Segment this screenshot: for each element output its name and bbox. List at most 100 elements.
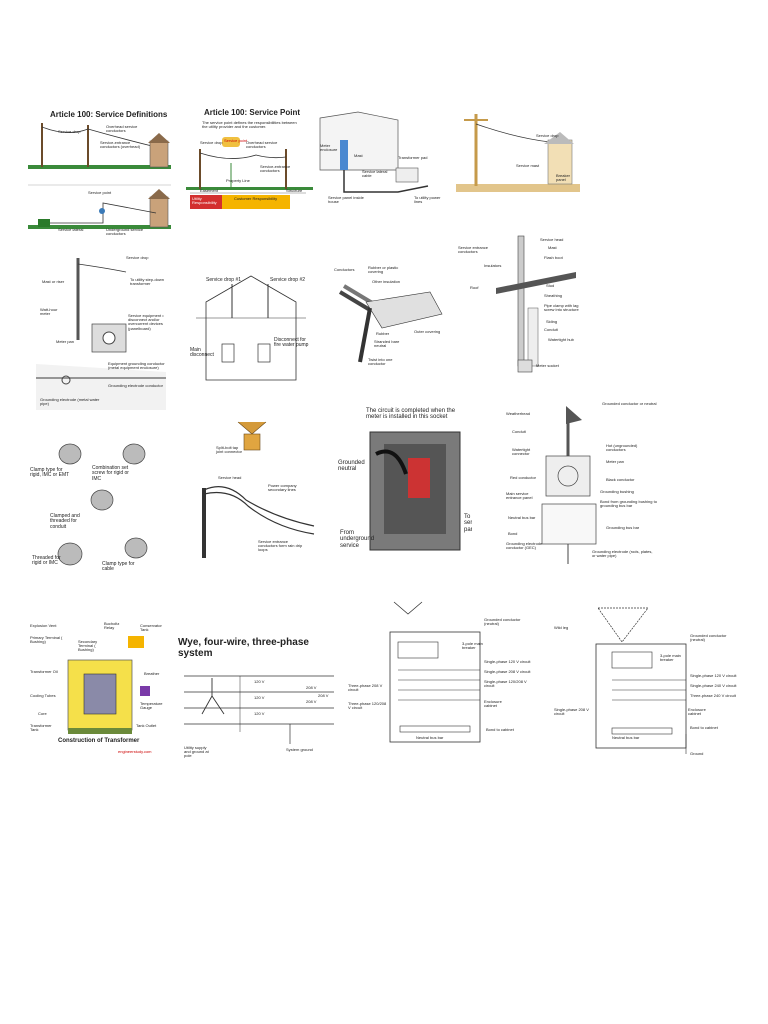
label: Service head: [540, 237, 564, 242]
label: Other insulation: [372, 279, 401, 284]
label: Single-phase 120/208 V circuit: [484, 679, 527, 689]
label: Easement: [200, 188, 219, 193]
wye-system-diagram: Wye, four-wire, three-phase system 120 V…: [176, 636, 342, 760]
label: Clamp type for cable: [102, 561, 135, 573]
label: Bond to cabinet: [486, 727, 514, 732]
label: Service equipment • disconnect and/or ov…: [128, 313, 164, 331]
label: Enclosure cabinet: [484, 699, 502, 709]
label: Grounding electrode (rods, plates, or wa…: [592, 549, 653, 559]
service-equipment-drawing: [36, 258, 166, 410]
label: Grounding bushing: [600, 489, 634, 494]
main-service-entrance-diagram: Weatherhead Grounded conductor or neutra…: [502, 400, 662, 572]
label: Overhead service conductors: [246, 140, 278, 150]
cable-construction-drawing: [338, 284, 443, 363]
label: Outer covering: [414, 329, 441, 334]
label: Customer Responsibility: [234, 196, 278, 201]
label: Hot (ungrounded) conductors: [606, 443, 638, 453]
label: Single-phase 208 V circuit: [554, 707, 589, 717]
meter-socket-photo: The circuit is completed when the meter …: [336, 404, 472, 560]
label: Split-bolt tap joint connector: [216, 445, 243, 455]
panel-subtitle: The service point defines the responsibi…: [202, 120, 297, 130]
label: Stranded bare neutral: [374, 339, 400, 349]
label: Single-phase 120 V circuit: [484, 659, 531, 664]
label: Utility Responsibility: [192, 196, 217, 206]
label: Property Line: [226, 178, 250, 183]
label: Bond from grounding bushing to grounding…: [600, 499, 657, 509]
label: Meter pan: [606, 459, 625, 464]
label: Service drop: [58, 129, 81, 134]
label: Mast: [548, 245, 557, 250]
label: To utility step-down transformer: [130, 277, 165, 287]
label: Roof: [470, 285, 479, 290]
label: Mast or riser: [42, 279, 65, 284]
label: Service point: [88, 190, 112, 195]
label: Service drop: [536, 133, 559, 138]
label: Structure: [286, 188, 303, 193]
label: Wild leg: [554, 625, 569, 630]
label: System ground: [286, 747, 313, 752]
label: Three-phase 240 V circuit: [690, 693, 736, 698]
label: Grounded conductor or neutral: [602, 401, 657, 406]
service-mast-drawing: [456, 114, 580, 192]
label: Service panel inside house: [328, 195, 364, 205]
panel-title: Article 100: Service Definitions: [50, 110, 168, 119]
label: Pipe clamp with lag screw into structure: [544, 303, 579, 313]
panel-title: Wye, four-wire, three-phase system: [178, 637, 309, 659]
label: Siding: [546, 319, 558, 324]
service-equipment-diagram: Service drop Mast or riser To utility st…: [36, 252, 166, 410]
callout-text: The circuit is completed when the meter …: [366, 408, 456, 421]
label: Grounded neutral: [338, 460, 365, 473]
label: Service entrance conductors: [458, 245, 489, 255]
service-definitions-diagram: Article 100: Service Definitions Service…: [28, 103, 171, 243]
label: Bond: [508, 531, 518, 536]
label: Watertight connector: [512, 447, 531, 457]
label: Service mast: [516, 163, 540, 168]
three-phase-panel-240-diagram: Wild leg Grounded conductor (neutral) 3-…: [552, 604, 744, 760]
label: Service entrance conductors form rain dr…: [258, 539, 303, 553]
label: 120 V: [254, 679, 265, 684]
label: Utility supply and ground at pole: [184, 745, 209, 759]
label: Single-phase 120 V circuit: [690, 673, 737, 678]
label: Service-entrance conductors (overhead): [100, 140, 141, 150]
service-head-mast-diagram: Service head Service entrance conductors…: [456, 232, 588, 378]
figure-caption: Construction of Transformer: [58, 738, 140, 744]
service-point-diagram: Article 100: Service Point The service p…: [186, 103, 313, 216]
meter-socket-drawing: [369, 431, 461, 551]
label: Grounded conductor (neutral): [690, 633, 727, 643]
cable-construction-diagram: Conductors Rubber or plastic covering Ot…: [330, 262, 450, 374]
three-phase-panel-120-208-diagram: Grounded conductor (neutral) 3-pole main…: [346, 600, 538, 756]
label: Sheathing: [544, 293, 563, 298]
two-service-drops-diagram: Service drop #1 Service drop #2 Main dis…: [186, 268, 316, 388]
label: 208 V: [306, 699, 317, 704]
label: Breaker panel: [556, 173, 571, 183]
brand-watermark: engineerstudy.com: [118, 749, 152, 754]
label: Conservator Tank: [140, 623, 162, 633]
label: Weatherhead: [506, 411, 530, 416]
service-mast-diagram: Service drop Service mast Breaker panel: [456, 110, 580, 196]
label: Flash boot: [544, 255, 563, 260]
label: Cooling Tubes: [30, 693, 56, 698]
wye-system-drawing: [184, 675, 334, 744]
label: Meter enclosure: [320, 143, 338, 153]
label: Service drop #1: [206, 277, 242, 283]
label: Secondary Terminal ( Bushing): [78, 639, 98, 653]
label: Service lateral: [58, 227, 84, 232]
label: Main disconnect: [190, 347, 214, 359]
label: Grounded conductor (neutral): [484, 617, 521, 627]
label: Equipment grounding conductor (metal equ…: [108, 361, 165, 371]
service-head-mast-drawing: [496, 235, 576, 373]
label: Conduit: [544, 327, 558, 332]
label: Underground service conductors: [106, 227, 144, 237]
label: Insulators: [484, 263, 502, 268]
label: Stud: [546, 283, 555, 288]
label: Service drop #2: [270, 277, 306, 283]
label: 120 V: [254, 695, 265, 700]
label: Threaded for rigid or IMC: [32, 555, 61, 567]
label: Core: [38, 711, 47, 716]
label: Bucholtz Relay: [104, 621, 120, 631]
label: Ground: [690, 751, 704, 756]
service-definitions-drawing: [28, 123, 171, 229]
panel-120-208-drawing: [389, 601, 481, 743]
label: 208 V: [318, 693, 329, 698]
label: Temperature Gauge: [140, 701, 163, 711]
